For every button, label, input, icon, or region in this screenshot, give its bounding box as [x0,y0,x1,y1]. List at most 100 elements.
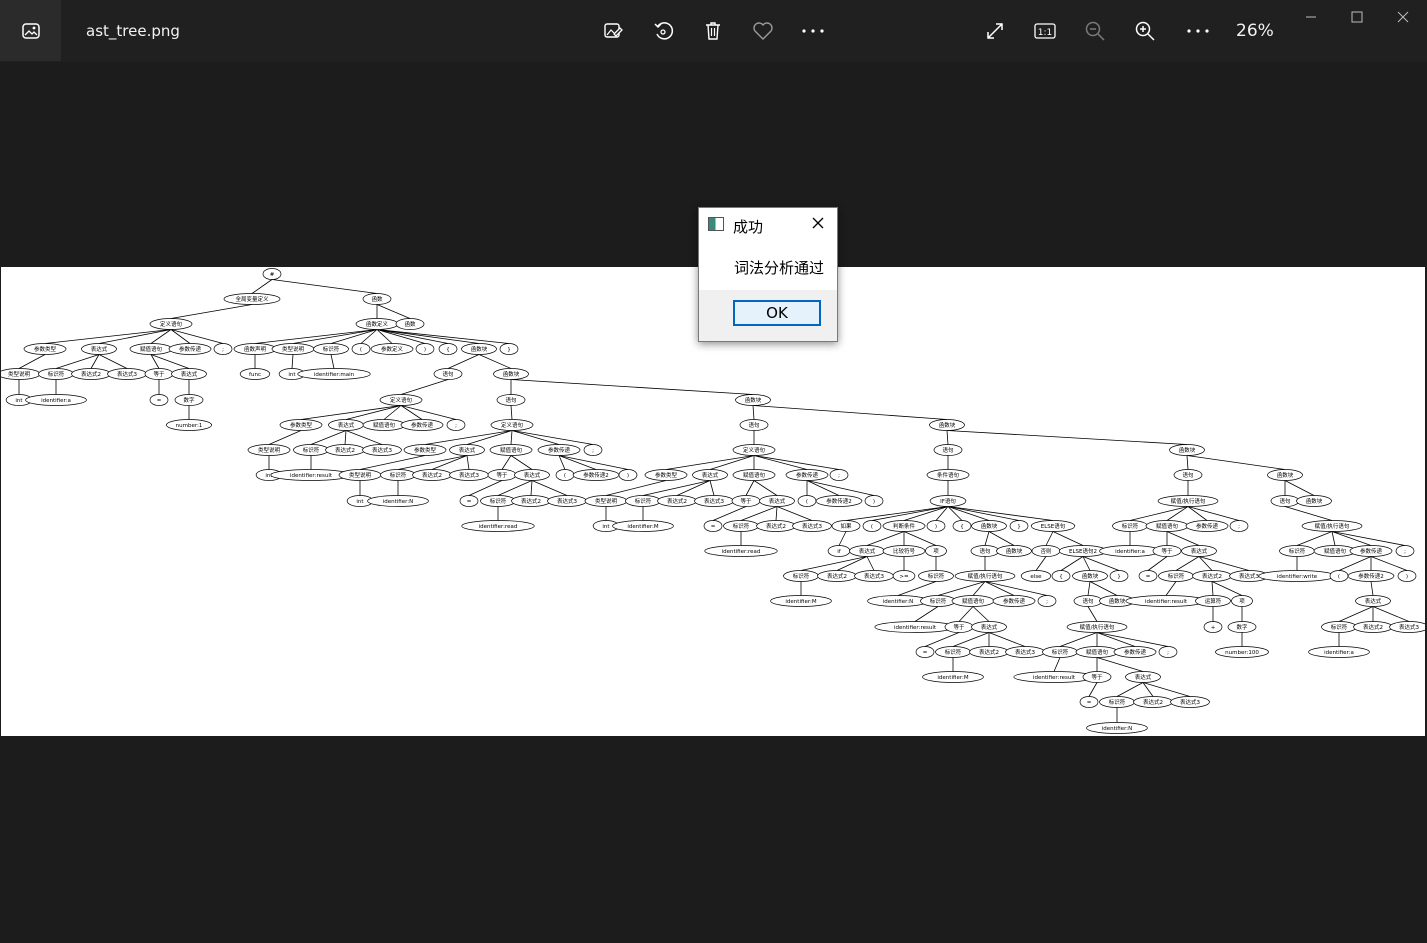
tree-node: 表达式3 [1005,646,1045,658]
edit-image-button[interactable] [597,16,629,46]
tree-node-label: 表达式 [1191,547,1208,555]
close-window-button[interactable] [1389,6,1417,28]
tree-edge [946,430,949,445]
tree-node-label: 等于 [740,497,752,505]
tree-node-label: 语句 [748,421,760,429]
tree-node: 表达式 [449,444,485,456]
tree-node: 标识符 [1279,545,1315,557]
tree-node: identifier:read [704,545,778,557]
delete-button[interactable] [697,16,729,46]
tree-edge [1166,531,1200,546]
rotate-button[interactable] [647,16,679,46]
ast-tree-diagram: #全局变量定义函数定义语句函数定义函数参数类型表达式赋值语句参数传递;类型说明i… [0,268,1427,734]
tree-node-label: 参数传递2 [826,497,852,505]
tree-node-ellipse [438,343,458,355]
actual-size-button[interactable]: 1:1 [1029,16,1061,46]
maximize-button[interactable] [1343,6,1371,28]
tree-edge [1096,657,1144,672]
tree-edge [752,405,948,420]
tree-node-label: int [602,524,610,530]
tree-node: 语句 [1270,495,1300,507]
tree-node: 运算符 [1195,595,1231,607]
tree-node: 类型说明 [271,343,315,355]
tree-node: 函数块 [1072,570,1108,582]
tree-node-ellipse [892,570,916,582]
tree-node-label: = [1087,700,1092,706]
zoom-more-button[interactable] [1182,16,1214,46]
tree-node: ; [1158,646,1178,658]
tree-node: ; [1395,545,1415,557]
tree-node: IF语句 [929,495,967,507]
tree-node: 表达式2 [412,469,452,481]
tree-node: 类型说明 [0,368,41,380]
tree-node: 标识符 [920,595,956,607]
tree-node: 类型说明 [584,495,628,507]
tree-node-ellipse [735,394,771,406]
tree-node-label: int [288,372,296,378]
tree-node: 定义语句 [149,318,193,330]
tree-node-label: 否则 [1040,547,1051,555]
tree-node-ellipse [370,343,414,355]
tree-node-ellipse [1395,545,1415,557]
tree-node-ellipse [1079,696,1099,708]
tree-node-ellipse [297,368,371,380]
tree-node-label: = [1146,574,1151,580]
ok-button[interactable]: OK [733,300,821,326]
tree-edge [292,329,378,344]
tree-node: identifier:a [1099,545,1161,557]
tree-node-ellipse [247,444,291,456]
gallery-button[interactable] [0,0,61,61]
actual-size-icon: 1:1 [1034,23,1056,39]
tree-node-label: number:100 [1225,650,1259,656]
tree-node-label: 参数类型 [290,421,313,429]
tree-node: 标识符 [313,343,349,355]
tree-node-ellipse [168,343,212,355]
tree-node-ellipse [459,495,479,507]
tree-edge [935,506,949,521]
tree-node-label: 表达式 [981,623,998,631]
tree-node: 如果 [831,520,861,532]
tree-node-ellipse [1009,520,1029,532]
tree-node: 表达式3 [1170,696,1210,708]
tree-edge [776,506,813,521]
tree-node: 标识符 [783,570,819,582]
tree-node-label: ( [871,524,873,530]
more-icon [1187,29,1209,33]
tree-node-ellipse [25,394,87,406]
tree-node: 定义语句 [379,394,423,406]
tree-edge [400,405,423,420]
tree-edge [897,581,937,596]
tree-node-ellipse [1037,595,1057,607]
rotate-icon [654,22,674,40]
tree-edge [18,354,46,369]
tree-node: 语句 [739,419,769,431]
tree-edge [1296,531,1333,546]
tree-edge [383,405,402,420]
tree-node: 语句 [496,394,526,406]
dialog-close-button[interactable] [809,214,827,232]
tree-node: number:1 [166,419,212,431]
fullscreen-button[interactable] [979,16,1011,46]
favorite-button[interactable] [747,16,779,46]
tree-edge [1211,581,1243,596]
tree-edge [310,430,347,445]
zoom-level[interactable]: 26% [1236,21,1274,41]
tree-node-label: 表达式2 [1143,698,1163,706]
tree-node-label: } [507,347,511,353]
tree-edge [709,480,715,496]
tree-edge [558,455,597,470]
tree-node-label: 表达式3 [704,497,725,505]
tree-node: identifier:N [1086,722,1148,734]
tree-edge [1370,556,1408,571]
tree-edge [947,506,963,521]
tree-node-label: ; [1167,650,1169,656]
zoom-out-button[interactable] [1079,16,1111,46]
tree-node: 定义语句 [732,444,776,456]
tree-edge [98,354,128,369]
tree-node-ellipse [739,419,769,431]
tree-node: identifier:M [612,520,674,532]
more-options-button[interactable] [797,16,829,46]
tree-node: identifier:N [367,495,429,507]
minimize-button[interactable] [1297,6,1325,28]
zoom-in-button[interactable] [1129,16,1161,46]
